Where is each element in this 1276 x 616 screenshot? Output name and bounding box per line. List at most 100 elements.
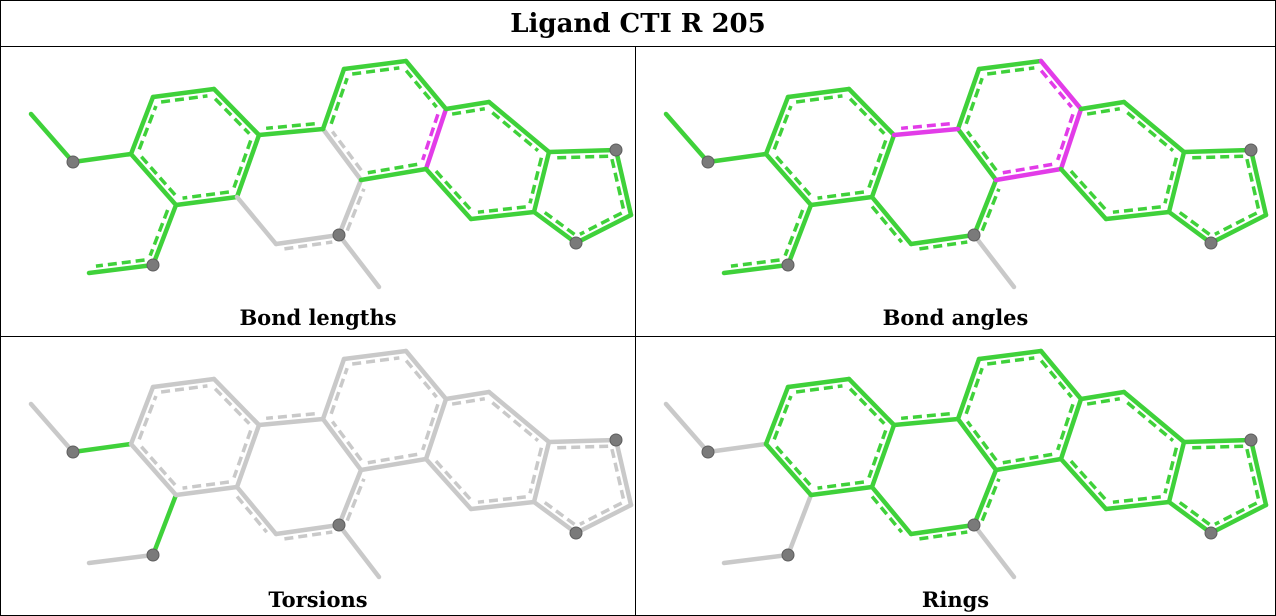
- bond-c4: [320, 126, 364, 183]
- bond-p1-secondary: [329, 367, 349, 415]
- bond-s5-secondary: [817, 190, 865, 200]
- bond-m2: [721, 552, 791, 566]
- bond-p4-secondary: [1056, 403, 1075, 451]
- bond-r9: [1248, 437, 1269, 508]
- heavy-atom-l: [332, 228, 346, 242]
- bond-r5-secondary: [528, 447, 544, 494]
- bond-r4-secondary: [1126, 111, 1175, 152]
- bond-r9-secondary: [610, 448, 626, 499]
- bond-s6-secondary: [139, 444, 177, 487]
- bond-r5-secondary: [1163, 447, 1179, 494]
- bond-p3-secondary: [1039, 359, 1073, 399]
- bond-s1-secondary: [772, 395, 793, 440]
- bond-s2-secondary: [160, 94, 208, 104]
- bond-s3: [846, 376, 897, 428]
- heavy-atom-i: [781, 258, 795, 272]
- bond-r3-secondary: [451, 397, 486, 406]
- bond-p6: [891, 416, 961, 428]
- bond-p5: [993, 166, 1064, 183]
- bond-r10: [573, 502, 634, 536]
- bond-m1: [785, 492, 814, 558]
- bond-c3-secondary: [980, 478, 1001, 522]
- bond-r8: [546, 437, 619, 445]
- bond-w1: [28, 111, 76, 165]
- bond-c2: [908, 232, 977, 247]
- bond-r5: [1166, 149, 1187, 215]
- bond-c2-secondary: [919, 240, 968, 251]
- bond-r10-secondary: [1214, 501, 1258, 526]
- bond-c3-secondary: [345, 188, 366, 232]
- bond-p4: [1058, 106, 1084, 172]
- bond-c3: [971, 177, 999, 238]
- bond-p1: [955, 356, 982, 422]
- bond-c4-secondary: [330, 420, 363, 462]
- panel-rings: Rings: [636, 337, 1275, 615]
- bond-r3: [443, 389, 492, 402]
- bond-r6-secondary: [1112, 495, 1161, 504]
- bond-r3: [443, 99, 492, 112]
- bond-p2: [341, 348, 409, 362]
- heavy-atom-l: [332, 518, 346, 532]
- bond-r7: [423, 166, 474, 222]
- bond-p4-secondary: [1056, 113, 1075, 161]
- bond-r3: [1078, 389, 1127, 402]
- bond-c1-secondary: [235, 495, 269, 534]
- heavy-atom-x: [1244, 143, 1258, 157]
- heavy-atom-l: [967, 518, 981, 532]
- bond-s6: [128, 441, 179, 498]
- bond-r6: [468, 499, 537, 512]
- bond-s3: [211, 376, 262, 428]
- molecule-bonds: [663, 348, 1269, 580]
- bond-s1-secondary: [137, 105, 158, 150]
- molecule-diagram-rings: [663, 348, 1269, 580]
- bond-c4: [955, 126, 999, 183]
- column-divider: [635, 47, 636, 615]
- bond-p5-secondary: [367, 162, 418, 175]
- heavy-atom-b: [66, 155, 80, 169]
- bond-s6: [763, 441, 814, 498]
- bond-m2: [86, 262, 156, 276]
- bond-r11: [1166, 209, 1214, 246]
- bond-s3-secondary: [213, 97, 251, 135]
- bond-p5: [993, 456, 1064, 473]
- bond-s6: [763, 151, 814, 208]
- bond-r11-secondary: [1176, 209, 1211, 236]
- bond-r6: [1103, 209, 1172, 222]
- bond-s4-secondary: [232, 139, 253, 189]
- bond-s5-secondary: [182, 190, 230, 200]
- bond-s5-secondary: [817, 480, 865, 490]
- bond-p3: [403, 58, 449, 112]
- figure-title: Ligand CTI R 205: [1, 1, 1275, 47]
- bond-m2: [721, 262, 791, 276]
- bond-r4: [1121, 99, 1187, 155]
- bond-c3: [336, 467, 364, 528]
- bond-w1: [28, 401, 76, 455]
- bond-c1: [869, 194, 914, 247]
- heavy-atom-z: [569, 236, 583, 250]
- bond-r10-secondary: [579, 501, 623, 526]
- bond-p4: [423, 396, 449, 462]
- heavy-atom-i: [781, 548, 795, 562]
- bond-w2: [705, 441, 769, 455]
- bond-m2: [86, 552, 156, 566]
- row-divider: [1, 336, 1275, 337]
- bond-r8-secondary: [557, 154, 609, 160]
- bond-c4-secondary: [965, 420, 998, 462]
- bond-r8: [1181, 437, 1254, 445]
- bond-r4: [1121, 389, 1187, 445]
- bond-s4-secondary: [867, 429, 888, 479]
- bond-r6-secondary: [1112, 205, 1161, 214]
- bond-c3: [971, 467, 999, 528]
- bond-p1-secondary: [964, 77, 984, 125]
- bond-r5: [531, 439, 552, 505]
- bond-lm: [336, 232, 382, 290]
- bond-lm: [971, 522, 1017, 580]
- bond-p1: [320, 356, 347, 422]
- panel-bond-angles: Bond angles: [636, 47, 1275, 336]
- bond-s4: [869, 422, 897, 490]
- bond-r4: [486, 99, 552, 155]
- bond-c1: [869, 484, 914, 537]
- bond-p3: [403, 348, 449, 402]
- bond-r5: [1166, 439, 1187, 505]
- bond-w1: [663, 111, 711, 165]
